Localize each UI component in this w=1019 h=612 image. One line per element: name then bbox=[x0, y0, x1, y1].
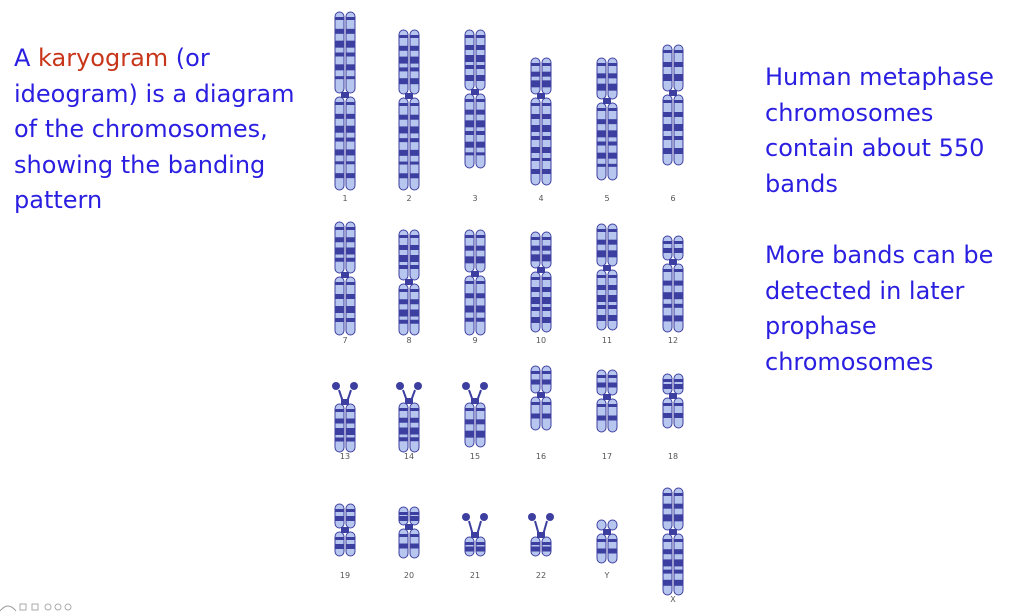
chromosome-9: 9 bbox=[464, 229, 486, 345]
chromosome-16: 16 bbox=[530, 365, 552, 461]
chromosome-8: 8 bbox=[398, 229, 420, 345]
chromosome-18: 18 bbox=[662, 373, 684, 461]
chromosome-2: 2 bbox=[398, 29, 420, 203]
chromosome-4: 4 bbox=[530, 57, 552, 203]
chromosome-label: 15 bbox=[470, 452, 480, 461]
chromosome-label: 19 bbox=[340, 571, 350, 580]
metaphase-notes: Human metaphase chromosomes contain abou… bbox=[765, 60, 1015, 380]
chromosome-label: 16 bbox=[536, 452, 546, 461]
karyogram-term: karyogram bbox=[38, 44, 169, 72]
chromosome-11: 11 bbox=[596, 223, 618, 345]
chromosome-label: 21 bbox=[470, 571, 480, 580]
chromosome-label: 22 bbox=[536, 571, 546, 580]
chromosome-21: 21 bbox=[462, 513, 488, 580]
chromosome-label: 4 bbox=[538, 194, 543, 203]
chromosome-label: 9 bbox=[472, 336, 477, 345]
slide-toolbar-remnant bbox=[0, 603, 72, 612]
chromosome-label: 18 bbox=[668, 452, 678, 461]
chromosome-15: 15 bbox=[462, 382, 488, 461]
chromosome-6: 6 bbox=[662, 44, 684, 203]
chromosome-label: 8 bbox=[406, 336, 411, 345]
chromosome-label: 3 bbox=[472, 194, 477, 203]
chromosome-13: 13 bbox=[332, 382, 358, 461]
chromosome-label: Y bbox=[604, 571, 610, 580]
chromosome-label: 20 bbox=[404, 571, 414, 580]
chromosome-label: 10 bbox=[536, 336, 546, 345]
prophase-bands-note: More bands can be detected in later prop… bbox=[765, 241, 994, 376]
chromosome-label: 5 bbox=[604, 194, 609, 203]
chromosome-label: 12 bbox=[668, 336, 678, 345]
karyogram-description: A karyogram (or ideogram) is a diagram o… bbox=[14, 41, 304, 219]
chromosome-label: 13 bbox=[340, 452, 350, 461]
chromosome-x: X bbox=[662, 487, 684, 604]
chromosome-5: 5 bbox=[596, 57, 618, 203]
chromosome-10: 10 bbox=[530, 231, 552, 345]
chromosome-label: 14 bbox=[404, 452, 414, 461]
chromosome-label: 7 bbox=[342, 336, 347, 345]
chromosome-label: 17 bbox=[602, 452, 612, 461]
chromosome-22: 22 bbox=[528, 513, 554, 580]
chromosome-17: 17 bbox=[596, 369, 618, 461]
chromosome-7: 7 bbox=[334, 221, 356, 345]
chromosome-1: 1 bbox=[334, 11, 356, 203]
chromosome-label: X bbox=[670, 595, 676, 604]
description-prefix: A bbox=[14, 44, 39, 72]
chromosome-14: 14 bbox=[396, 382, 422, 461]
chromosome-label: 1 bbox=[342, 194, 347, 203]
description-rest: (or ideogram) is a diagram of the chromo… bbox=[14, 44, 295, 214]
chromosome-y: Y bbox=[596, 519, 618, 580]
chromosome-3: 3 bbox=[464, 29, 486, 203]
chromosome-20: 20 bbox=[398, 506, 420, 580]
chromosome-19: 19 bbox=[334, 503, 356, 580]
metaphase-bands-note: Human metaphase chromosomes contain abou… bbox=[765, 63, 994, 198]
chromosome-label: 2 bbox=[406, 194, 411, 203]
chromosome-12: 12 bbox=[662, 235, 684, 345]
chromosome-label: 6 bbox=[670, 194, 675, 203]
chromosome-label: 11 bbox=[602, 336, 612, 345]
